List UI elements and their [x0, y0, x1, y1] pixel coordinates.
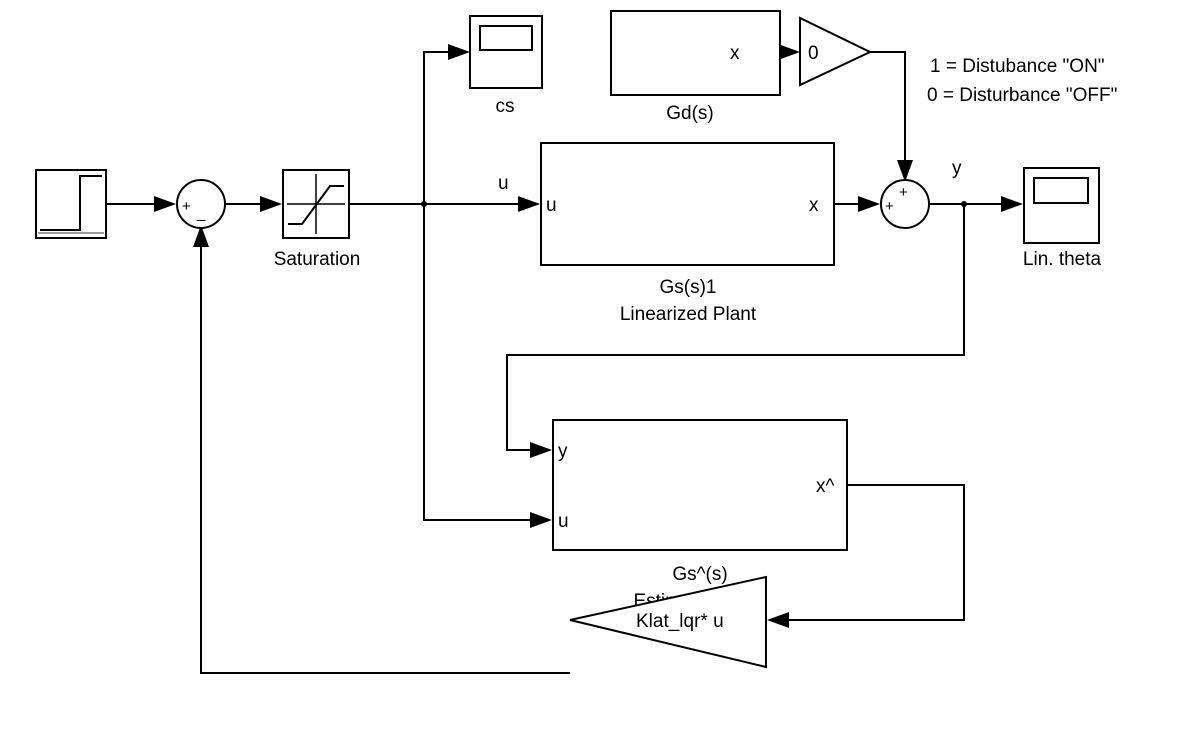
arrow-into-sum1-bottom [193, 225, 209, 247]
plant-in-port-label: u [546, 195, 557, 216]
arrowheads [154, 44, 1023, 628]
estimator-in-port-y: y [558, 441, 568, 462]
arrow-into-sum2-top [897, 160, 913, 182]
sum1-sign-minus: _ [196, 205, 206, 222]
scope-cs-block[interactable] [469, 15, 543, 89]
arrow-into-saturation [260, 196, 282, 212]
step-icon [40, 175, 102, 231]
wires [107, 51, 1003, 674]
sum2-sign-left: + [885, 198, 894, 215]
wire-gain-to-sum2 [870, 51, 906, 160]
linearized-plant-name: Gs(s)1 [660, 277, 717, 298]
disturbance-tf-block[interactable]: x [610, 10, 781, 96]
saturation-label: Saturation [274, 249, 361, 270]
arrow-into-plant [518, 196, 540, 212]
signal-label-u: u [498, 173, 509, 194]
wire-estimator-to-gain [785, 484, 965, 621]
wire-u-to-scope-cs [423, 51, 448, 204]
linearized-plant-label: Linearized Plant [620, 304, 757, 325]
plant-out-port-label: x [809, 195, 819, 216]
sum-block-2[interactable]: + + [880, 179, 930, 229]
annotation-line-2: 0 = Disturbance "OFF" [927, 85, 1117, 106]
arrow-into-estimator-y [530, 442, 552, 458]
arrow-into-scope-theta [1001, 196, 1023, 212]
sum1-sign-plus: + [182, 198, 191, 215]
scope-icon [1033, 177, 1089, 204]
branch-point-y [961, 201, 967, 207]
sum2-sign-top: + [899, 184, 908, 201]
arrow-into-scope-cs [448, 44, 470, 60]
wire-u-to-estimator [423, 204, 532, 521]
saturation-block[interactable] [282, 169, 350, 239]
saturation-icon [288, 185, 344, 225]
arrow-into-estimator-u [530, 512, 552, 528]
disturbance-gain-value: 0 [808, 43, 819, 64]
estimator-in-port-u: u [558, 511, 569, 532]
scope-theta-block[interactable] [1023, 167, 1100, 244]
scope-icon [479, 25, 533, 51]
arrow-into-sum1 [154, 196, 176, 212]
branch-point-u [421, 201, 427, 207]
feedback-gain-label: Klat_lqr* u [636, 611, 724, 632]
scope-theta-label: Lin. theta [1023, 249, 1102, 270]
scope-cs-label: cs [496, 96, 515, 117]
estimated-plant-block[interactable]: y u x^ [552, 419, 848, 551]
estimated-plant-name: Gs^(s) [672, 564, 727, 585]
arrow-into-sum2-left [858, 196, 880, 212]
gd-out-port-label: x [730, 43, 740, 64]
estimator-out-port-label: x^ [816, 476, 835, 497]
sum-block-1[interactable]: + _ [176, 179, 226, 229]
linearized-plant-block[interactable]: u x [540, 142, 835, 266]
arrow-into-gain-k [767, 612, 789, 628]
arrow-into-gain-dist [778, 44, 800, 60]
gd-label: Gd(s) [666, 103, 714, 124]
wire-gain-to-sum [200, 247, 570, 674]
annotation-line-1: 1 = Distubance "ON" [930, 56, 1105, 77]
wire-y-to-estimator [506, 204, 965, 451]
disturbance-gain-block[interactable]: 0 [799, 16, 873, 87]
signal-label-y: y [952, 158, 962, 179]
feedback-gain-block[interactable]: Klat_lqr* u [569, 575, 767, 669]
step-block[interactable] [35, 169, 107, 239]
